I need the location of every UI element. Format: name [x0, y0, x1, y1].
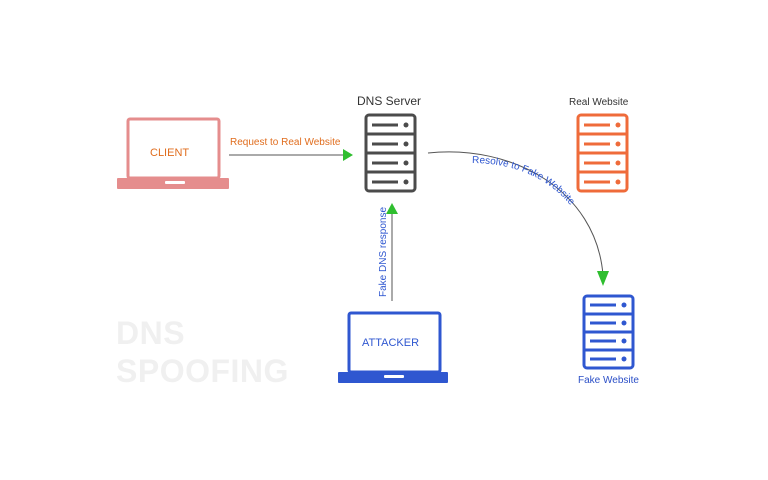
resolve-to-fake-website-label: Resolve to Fake Website	[472, 155, 577, 208]
dns-server-icon	[364, 113, 417, 193]
request-to-real-website-label: Request to Real Website	[230, 137, 341, 148]
resolve-arrow-line	[427, 151, 604, 276]
real-website-server-icon	[576, 113, 629, 193]
request-arrow-head	[343, 149, 353, 161]
client-label: CLIENT	[150, 147, 190, 159]
fake-dns-response-arrow-head	[386, 203, 398, 214]
attacker-label: ATTACKER	[362, 337, 420, 349]
attacker-laptop-icon	[338, 311, 448, 383]
watermark-line-1: DNS	[116, 315, 186, 351]
diagram-watermark: DNS SPOOFING	[116, 314, 289, 390]
dns-server-label: DNS Server	[357, 94, 422, 108]
watermark-line-2: SPOOFING	[116, 353, 289, 389]
client-laptop-icon	[117, 117, 229, 189]
fake-website-label: Fake Website	[578, 375, 639, 386]
fake-website-server-icon	[582, 294, 635, 370]
resolve-arrow-head	[597, 271, 609, 286]
real-website-label: Real Website	[569, 97, 629, 108]
